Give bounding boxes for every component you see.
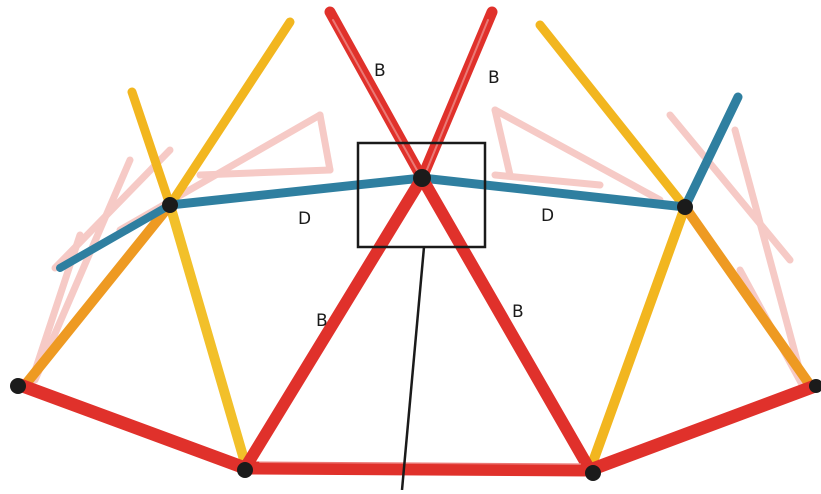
blue-tube-d-left (165, 173, 427, 210)
yellow-tube (535, 20, 690, 212)
base-connector (809, 379, 821, 393)
red-tube-b-top-right (416, 6, 498, 184)
hub-connector (677, 199, 693, 215)
tube-highlights (259, 19, 581, 465)
yellow-tube (585, 202, 690, 475)
label-d-left: D (298, 209, 312, 229)
label-d-right: D (541, 206, 555, 226)
yellow-tube (127, 87, 175, 210)
orange-tube (20, 200, 175, 390)
red-tubes (13, 6, 821, 477)
red-base-tube (583, 379, 821, 477)
red-tube-b-bottom-left (239, 172, 428, 474)
label-b-bottom-left: B (316, 311, 328, 331)
callout-leader-line (400, 246, 426, 491)
base-connector (237, 462, 253, 478)
yellow-tube (165, 17, 295, 210)
blue-tube-left-end (56, 201, 174, 272)
base-connector (10, 378, 26, 394)
yellow-tubes (20, 17, 815, 475)
label-b-top-left: B (374, 61, 386, 81)
yellow-tube (165, 200, 250, 468)
base-connector (585, 465, 601, 481)
hub-connector (162, 197, 178, 213)
red-base-tube (13, 378, 252, 475)
blue-tubes (56, 92, 743, 272)
red-base-tube (238, 461, 597, 477)
center-hub-connector (413, 169, 431, 187)
callout-box (356, 141, 487, 249)
blue-tube-d-right (417, 173, 690, 212)
label-b-bottom-right: B (512, 302, 524, 322)
blue-tube-right-end (680, 92, 743, 212)
label-b-top-right: B (488, 68, 500, 88)
connectors (10, 169, 821, 481)
orange-tube (680, 202, 815, 390)
red-tube-b-bottom-right (416, 172, 596, 476)
red-tube-b-top-left (324, 6, 428, 184)
